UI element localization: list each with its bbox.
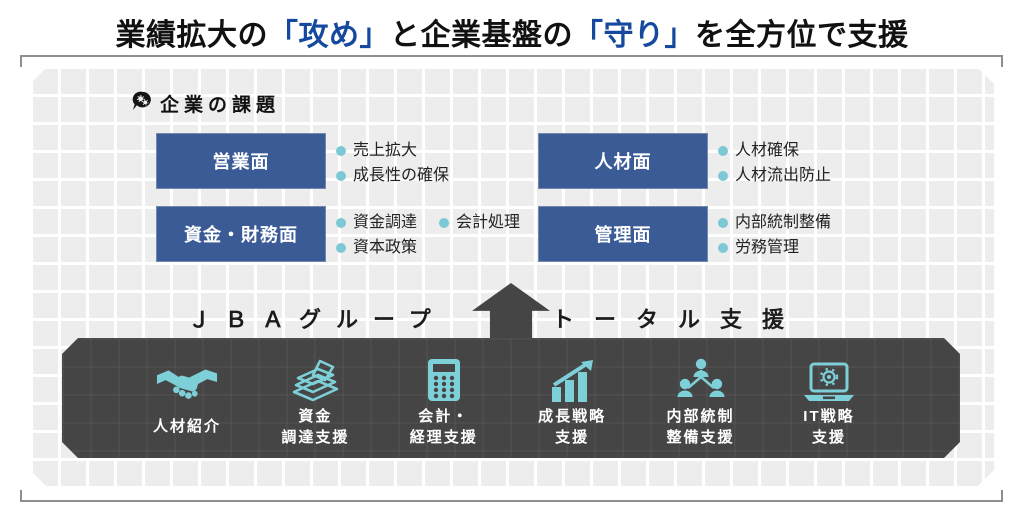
list-item: 売上拡大 (336, 140, 449, 161)
title-segment: と企業基盤の (390, 19, 573, 52)
bullet-dot-icon (336, 145, 346, 156)
service-item-recruiting: 人材紹介 (126, 354, 248, 449)
service-item-accounting: 会計・ 経理支援 (383, 354, 505, 449)
service-label: 内部統制 整備支援 (666, 408, 735, 446)
title-accent-offense: 「攻め」 (268, 19, 390, 52)
title-segment: を全方位で支援 (695, 19, 909, 52)
bullet-list-sales: 売上拡大 成長性の確保 (336, 140, 449, 186)
it-laptop-icon (802, 354, 856, 402)
bullet-dot-icon (718, 170, 728, 181)
bullet-label: 会計処理 (456, 214, 521, 231)
bullet-dot-icon (336, 217, 346, 228)
list-item: 会計処理 (439, 212, 520, 233)
challenges-header: 企業の課題 (131, 90, 280, 117)
bullet-label: 資金調達 (353, 214, 418, 231)
bullet-dot-icon (718, 145, 728, 156)
page-title: 業績拡大の「攻め」と企業基盤の「守り」を全方位で支援 (0, 10, 1024, 54)
category-box-finance: 資金・財務面 (156, 206, 326, 262)
service-label: 資金 調達支援 (281, 408, 350, 446)
bullet-label: 資本政策 (353, 239, 418, 256)
bullet-label: 売上拡大 (353, 142, 418, 159)
bullet-label: 労務管理 (735, 239, 800, 256)
list-item: 資本政策 (336, 237, 520, 258)
service-item-funding: 資金 調達支援 (254, 354, 376, 449)
growth-chart-icon (549, 354, 595, 402)
service-item-internal-control: 内部統制 整備支援 (640, 354, 762, 449)
bullet-list-finance: 資金調達 会計処理 資本政策 (336, 212, 520, 258)
money-stack-icon (290, 354, 340, 402)
bullet-row: 資金調達 会計処理 (336, 212, 520, 233)
service-label: IT戦略 支援 (803, 408, 855, 446)
bullet-list-hr: 人材確保 人材流出防止 (718, 140, 831, 186)
service-item-it-strategy: IT戦略 支援 (768, 354, 890, 449)
frame-top-border (20, 55, 1003, 67)
list-item: 成長性の確保 (336, 165, 449, 186)
services-bar: 人材紹介 資金 調達支援 (62, 338, 960, 458)
bullet-list-admin: 内部統制整備 労務管理 (718, 212, 831, 258)
bullet-dot-icon (336, 170, 346, 181)
bullet-label: 人材確保 (735, 142, 800, 159)
bullet-dot-icon (439, 217, 450, 228)
service-label: 会計・ 経理支援 (409, 408, 478, 446)
total-support-label: トータル支援 (552, 307, 805, 332)
list-item: 資金調達 (336, 212, 417, 233)
bullet-dot-icon (718, 242, 728, 253)
bullet-dot-icon (718, 217, 728, 228)
service-item-growth: 成長戦略 支援 (511, 354, 633, 449)
jba-group-label: ＪＢＡグループ (188, 307, 446, 332)
bullet-label: 人材流出防止 (735, 167, 832, 184)
list-item: 人材流出防止 (718, 165, 831, 186)
challenges-header-label: 企業の課題 (160, 95, 281, 116)
category-box-admin: 管理面 (538, 206, 708, 262)
list-item: 人材確保 (718, 140, 831, 161)
handshake-icon (156, 354, 218, 402)
gears-head-icon (131, 90, 153, 117)
org-chart-icon (677, 354, 725, 402)
title-accent-defense: 「守り」 (573, 19, 695, 52)
frame-bottom-border (20, 490, 1003, 502)
bullet-label: 内部統制整備 (735, 214, 832, 231)
calculator-icon (427, 354, 461, 402)
title-segment: 業績拡大の (115, 19, 268, 52)
service-label: 成長戦略 支援 (538, 408, 607, 446)
service-label: 人材紹介 (152, 418, 221, 436)
bullet-dot-icon (336, 242, 346, 253)
category-box-hr: 人材面 (538, 133, 708, 189)
list-item: 内部統制整備 (718, 212, 831, 233)
list-item: 労務管理 (718, 237, 831, 258)
category-box-sales: 営業面 (156, 133, 326, 189)
bullet-label: 成長性の確保 (353, 167, 450, 184)
